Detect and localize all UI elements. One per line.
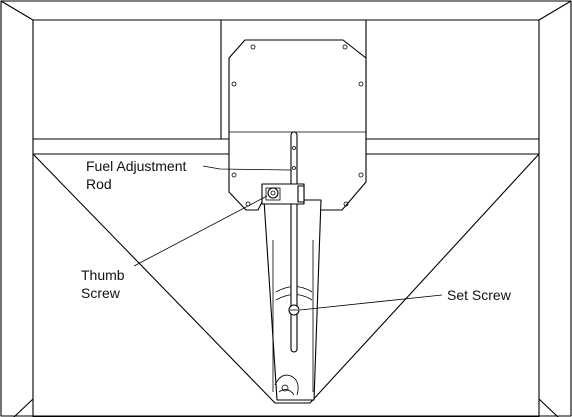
fuel-adjustment-rod	[290, 131, 298, 353]
set-screw	[288, 304, 300, 316]
thumb-screw-label-line2: Screw	[81, 285, 121, 301]
lower-corners	[13, 398, 559, 417]
fuel-adjustment-rod-label-line2: Rod	[86, 176, 112, 192]
floor-lines	[32, 153, 540, 404]
set-screw-label: Set Screw	[447, 287, 512, 303]
leader-lines	[133, 165, 443, 311]
fuel-adjustment-rod-label: Fuel Adjustment	[86, 158, 186, 174]
thumb-screw-label: Thumb	[81, 267, 125, 283]
thumb-screw-bracket	[261, 183, 305, 205]
